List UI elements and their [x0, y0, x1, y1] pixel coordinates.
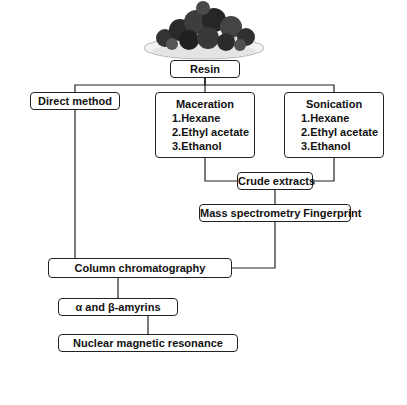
node-heading: α and β-amyrins — [59, 300, 177, 314]
connector-line — [117, 278, 118, 298]
resin-chunk — [217, 33, 235, 51]
node-text: 3.Ethanol — [285, 139, 383, 153]
process-box: Direct method — [30, 92, 120, 110]
node-heading: Maceration — [156, 97, 254, 111]
node-text: 3.Ethanol — [156, 139, 254, 153]
resin-chunk — [179, 30, 199, 50]
resin-chunk — [196, 1, 210, 15]
node-text: 2.Ethyl acetate — [285, 125, 383, 139]
process-box: Resin — [170, 60, 240, 78]
resin-chunk — [234, 39, 246, 51]
node-heading: Column chromatography — [49, 261, 231, 275]
connector-line — [75, 78, 205, 92]
connector-line — [147, 316, 148, 334]
connector-line — [313, 158, 334, 181]
node-heading: Resin — [171, 62, 239, 76]
node-heading: Sonication — [285, 97, 383, 111]
connector-line — [205, 78, 334, 92]
node-text: 2.Ethyl acetate — [156, 125, 254, 139]
node-text: 1.Hexane — [285, 111, 383, 125]
process-box: Nuclear magnetic resonance — [58, 334, 238, 352]
node-text: 1.Hexane — [156, 111, 254, 125]
process-box: Mass spectrometry Fingerprint — [199, 204, 351, 222]
resin-chunks — [156, 1, 255, 51]
node-heading: Mass spectrometry Fingerprint — [200, 206, 350, 220]
resin-chunk — [166, 38, 178, 50]
connector-line — [232, 222, 275, 268]
method-box: Sonication1.Hexane2.Ethyl acetate3.Ethan… — [284, 92, 384, 158]
process-box: Crude extracts — [237, 172, 313, 190]
node-heading: Direct method — [31, 94, 119, 108]
node-heading: Crude extracts — [238, 174, 312, 188]
process-box: α and β-amyrins — [58, 298, 178, 316]
method-box: Maceration1.Hexane2.Ethyl acetate3.Ethan… — [155, 92, 255, 158]
connector-line — [74, 110, 75, 258]
connector-line — [274, 190, 275, 204]
connector-line — [205, 158, 237, 181]
process-box: Column chromatography — [48, 258, 232, 278]
resin-chunk — [197, 27, 219, 49]
node-heading: Nuclear magnetic resonance — [59, 336, 237, 350]
connector-line — [204, 78, 205, 92]
